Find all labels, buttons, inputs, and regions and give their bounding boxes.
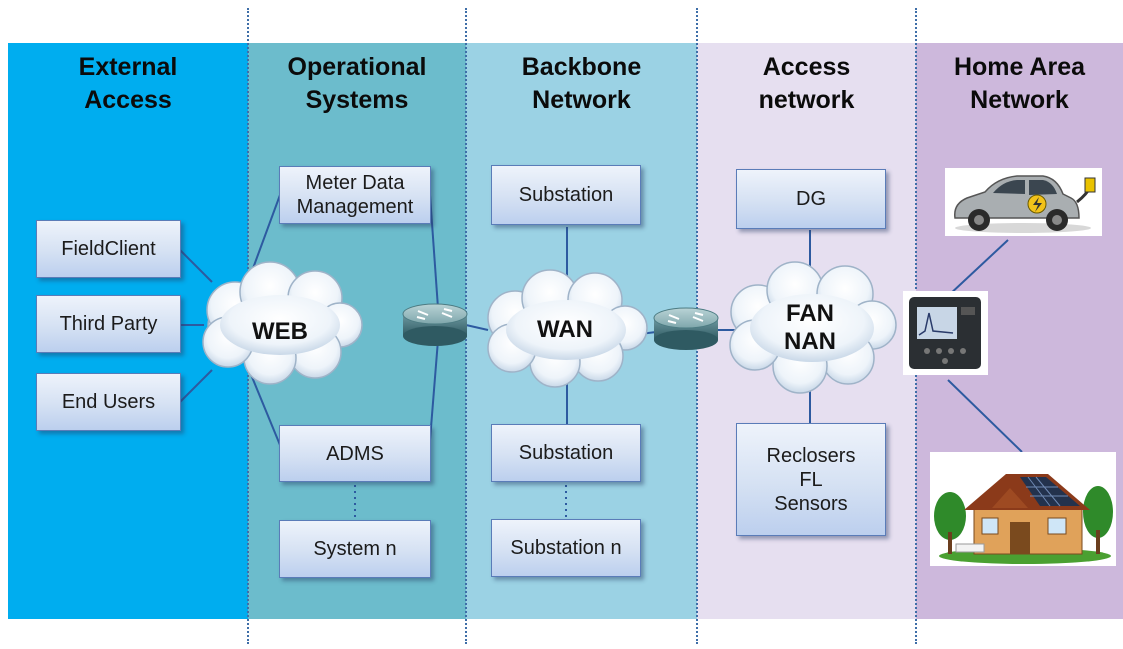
- fan-cloud-label: FAN NAN: [784, 300, 836, 355]
- third-party-box: Third Party: [36, 295, 181, 353]
- backbone-network-title: Backbone Network: [521, 53, 642, 114]
- web-cloud-label: WEB: [252, 318, 308, 345]
- smart-meter-icon: [903, 291, 988, 375]
- wan-cloud: [487, 269, 648, 388]
- home-area-network-title: Home Area Network: [953, 53, 1086, 114]
- web-cloud: [202, 261, 363, 385]
- router-icon: [653, 307, 719, 350]
- operational-systems-title: Operational Systems: [287, 53, 427, 114]
- system-n-box: System n: [279, 520, 431, 578]
- wan-cloud-label: WAN: [537, 316, 593, 343]
- fan-cloud: [729, 261, 897, 394]
- router-icon: [402, 303, 468, 346]
- dg-box: DG: [736, 169, 886, 229]
- reclosers-box: Reclosers FL Sensors: [736, 423, 886, 536]
- substation-n-box: Substation n: [491, 519, 641, 577]
- external-access-title: External Access: [78, 53, 178, 114]
- fieldclient-box: FieldClient: [36, 220, 181, 278]
- substation-top-box: Substation: [491, 165, 641, 225]
- solar-house-icon: [930, 452, 1116, 566]
- meter-data-management-box: Meter Data Management: [279, 166, 431, 224]
- substation-bottom-box: Substation: [491, 424, 641, 482]
- access-network-title: Access network: [758, 53, 855, 114]
- electric-car-icon: [945, 168, 1102, 236]
- adms-box: ADMS: [279, 425, 431, 482]
- end-users-box: End Users: [36, 373, 181, 431]
